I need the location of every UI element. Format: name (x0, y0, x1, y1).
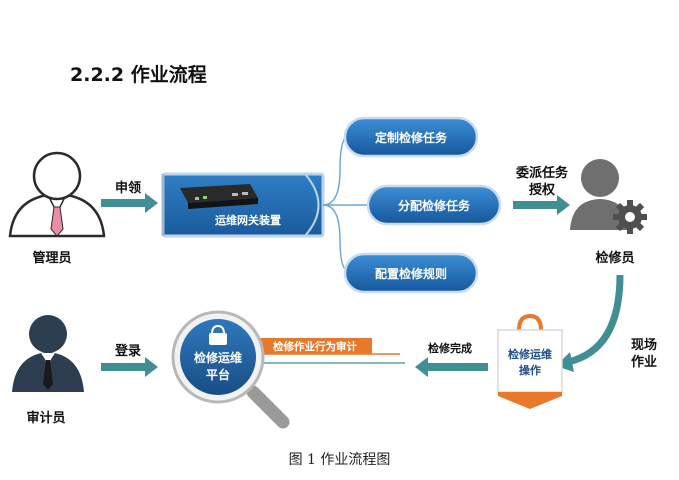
inspector-person-icon (570, 159, 630, 230)
field-label-2: 作业 (631, 354, 657, 370)
platform-magnifier (171, 310, 265, 404)
task-rules-label: 配置检修规则 (375, 266, 447, 281)
task-assign-label: 分配检修任务 (398, 198, 471, 213)
done-label: 检修完成 (428, 341, 472, 355)
login-arrow (101, 357, 158, 377)
apply-label: 申领 (115, 180, 141, 196)
section-number: 2.2.2 (70, 64, 125, 86)
audit-banner (258, 338, 405, 364)
admin-label: 管理员 (32, 250, 71, 266)
task-bubble-define (343, 116, 479, 158)
section-title: 作业流程 (130, 64, 207, 86)
field-label-1: 现场 (631, 338, 657, 353)
platform-label-1: 检修运维 (194, 350, 242, 365)
field-work-arrow (556, 274, 624, 372)
lock-icon (209, 324, 227, 345)
task-bubble-rules (343, 252, 479, 294)
gateway-hardware-icon (180, 184, 258, 209)
inspector-label: 检修员 (595, 250, 634, 266)
audit-label: 检修作业行为审计 (273, 340, 357, 353)
figure-caption: 图 1 作业流程图 (288, 452, 391, 468)
assign-arrow (513, 195, 570, 215)
platform-label-2: 平台 (206, 367, 230, 382)
operation-lock-tag (497, 313, 563, 409)
auditor-label: 审计员 (26, 410, 65, 426)
task-bubble-assign (366, 184, 502, 226)
admin-person-icon (8, 151, 106, 238)
task-define-label: 定制检修任务 (375, 130, 448, 145)
operation-label-1: 检修运维 (508, 347, 552, 361)
assign-label-1: 委派任务 (515, 165, 569, 181)
done-arrow (415, 357, 488, 377)
magnifier-handle (246, 385, 290, 429)
section-heading: 2.2.2 作业流程 (70, 60, 207, 87)
operation-label-2: 操作 (519, 363, 541, 377)
gateway-label: 运维网关装置 (215, 213, 281, 227)
gear-icon (613, 200, 647, 234)
login-label: 登录 (114, 343, 141, 359)
apply-arrow (101, 193, 158, 213)
assign-label-2: 授权 (529, 182, 556, 198)
auditor-person-icon (12, 315, 84, 392)
